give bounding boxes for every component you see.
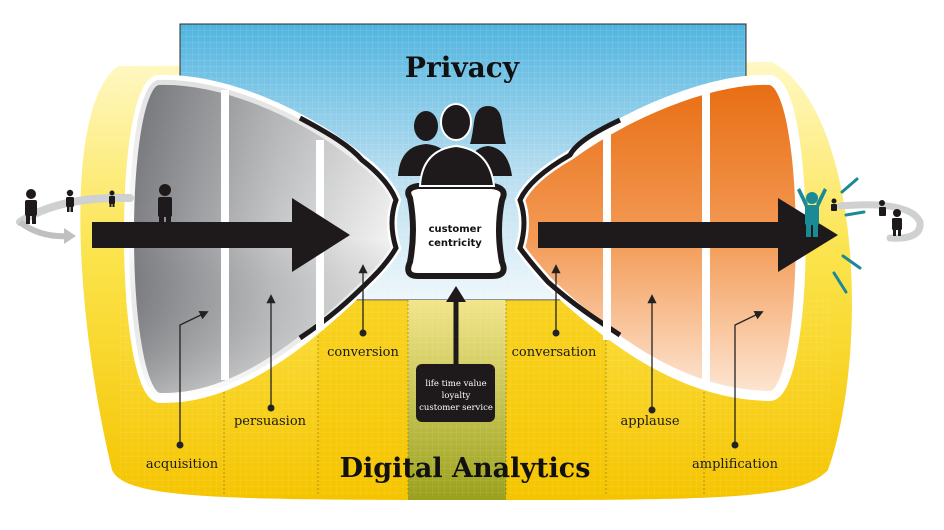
label-amplification: amplification <box>692 457 779 472</box>
follower-person-icon <box>831 198 902 236</box>
retention-line3: customer service <box>419 403 493 413</box>
stage-pointers <box>179 264 764 445</box>
left-flow-arrow <box>92 198 350 272</box>
outgoing-path <box>836 201 924 242</box>
advocate-person-icon <box>797 188 827 237</box>
retention-box <box>416 364 495 422</box>
label-persuasion: persuasion <box>234 414 307 429</box>
label-conversation: conversation <box>512 345 597 360</box>
digital-analytics-title: Digital Analytics <box>340 453 591 484</box>
privacy-title: Privacy <box>405 51 520 84</box>
label-acquisition: acquisition <box>146 457 219 472</box>
customer-group-icon <box>398 103 512 187</box>
retention-line2: loyalty <box>442 391 471 401</box>
label-conversion: conversion <box>327 345 399 360</box>
celebration-rays <box>832 177 866 294</box>
customer-centricity-line1: customer <box>429 224 482 235</box>
retention-line1: life time value <box>425 379 486 389</box>
customer-centricity-line2: centricity <box>428 238 482 249</box>
prospect-person-icon <box>25 184 172 226</box>
label-applause: applause <box>620 414 679 429</box>
pointer-dots <box>176 329 739 449</box>
